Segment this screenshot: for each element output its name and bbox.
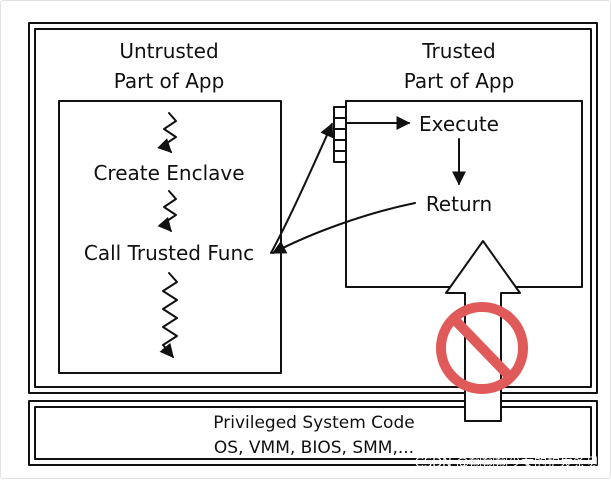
- untrusted-title-line1: Untrusted: [119, 39, 218, 63]
- watermark-text: CSDN @翔翔翔少女的护发条贝: [415, 455, 599, 471]
- trusted-title-line1: Trusted: [421, 39, 495, 63]
- privileged-title: Privileged System Code: [213, 413, 414, 433]
- application-inner-border: [34, 28, 592, 388]
- system-access-arrow: [445, 240, 521, 422]
- application-outer-border: [28, 22, 598, 394]
- flow-zigzag-3: [159, 272, 178, 359]
- execute-label: Execute: [419, 112, 499, 136]
- privileged-items: OS, VMM, BIOS, SMM,...: [214, 438, 414, 458]
- privileged-outer-border: [28, 400, 598, 466]
- flow-zigzag-1: [157, 112, 177, 153]
- return-label: Return: [426, 192, 492, 216]
- untrusted-title-line2: Part of App: [114, 69, 225, 93]
- call-trusted-func-label: Call Trusted Func: [84, 241, 254, 265]
- untrusted-region-box: [58, 100, 282, 374]
- call-arrow: [270, 122, 334, 254]
- return-arrow: [271, 202, 416, 254]
- trusted-title-line2: Part of App: [404, 69, 515, 93]
- prohibited-icon: [436, 302, 528, 394]
- flow-zigzag-2: [157, 190, 177, 233]
- privileged-inner-border: [34, 406, 592, 460]
- create-enclave-label: Create Enclave: [93, 161, 244, 185]
- enclave-entry-gate: [333, 106, 347, 163]
